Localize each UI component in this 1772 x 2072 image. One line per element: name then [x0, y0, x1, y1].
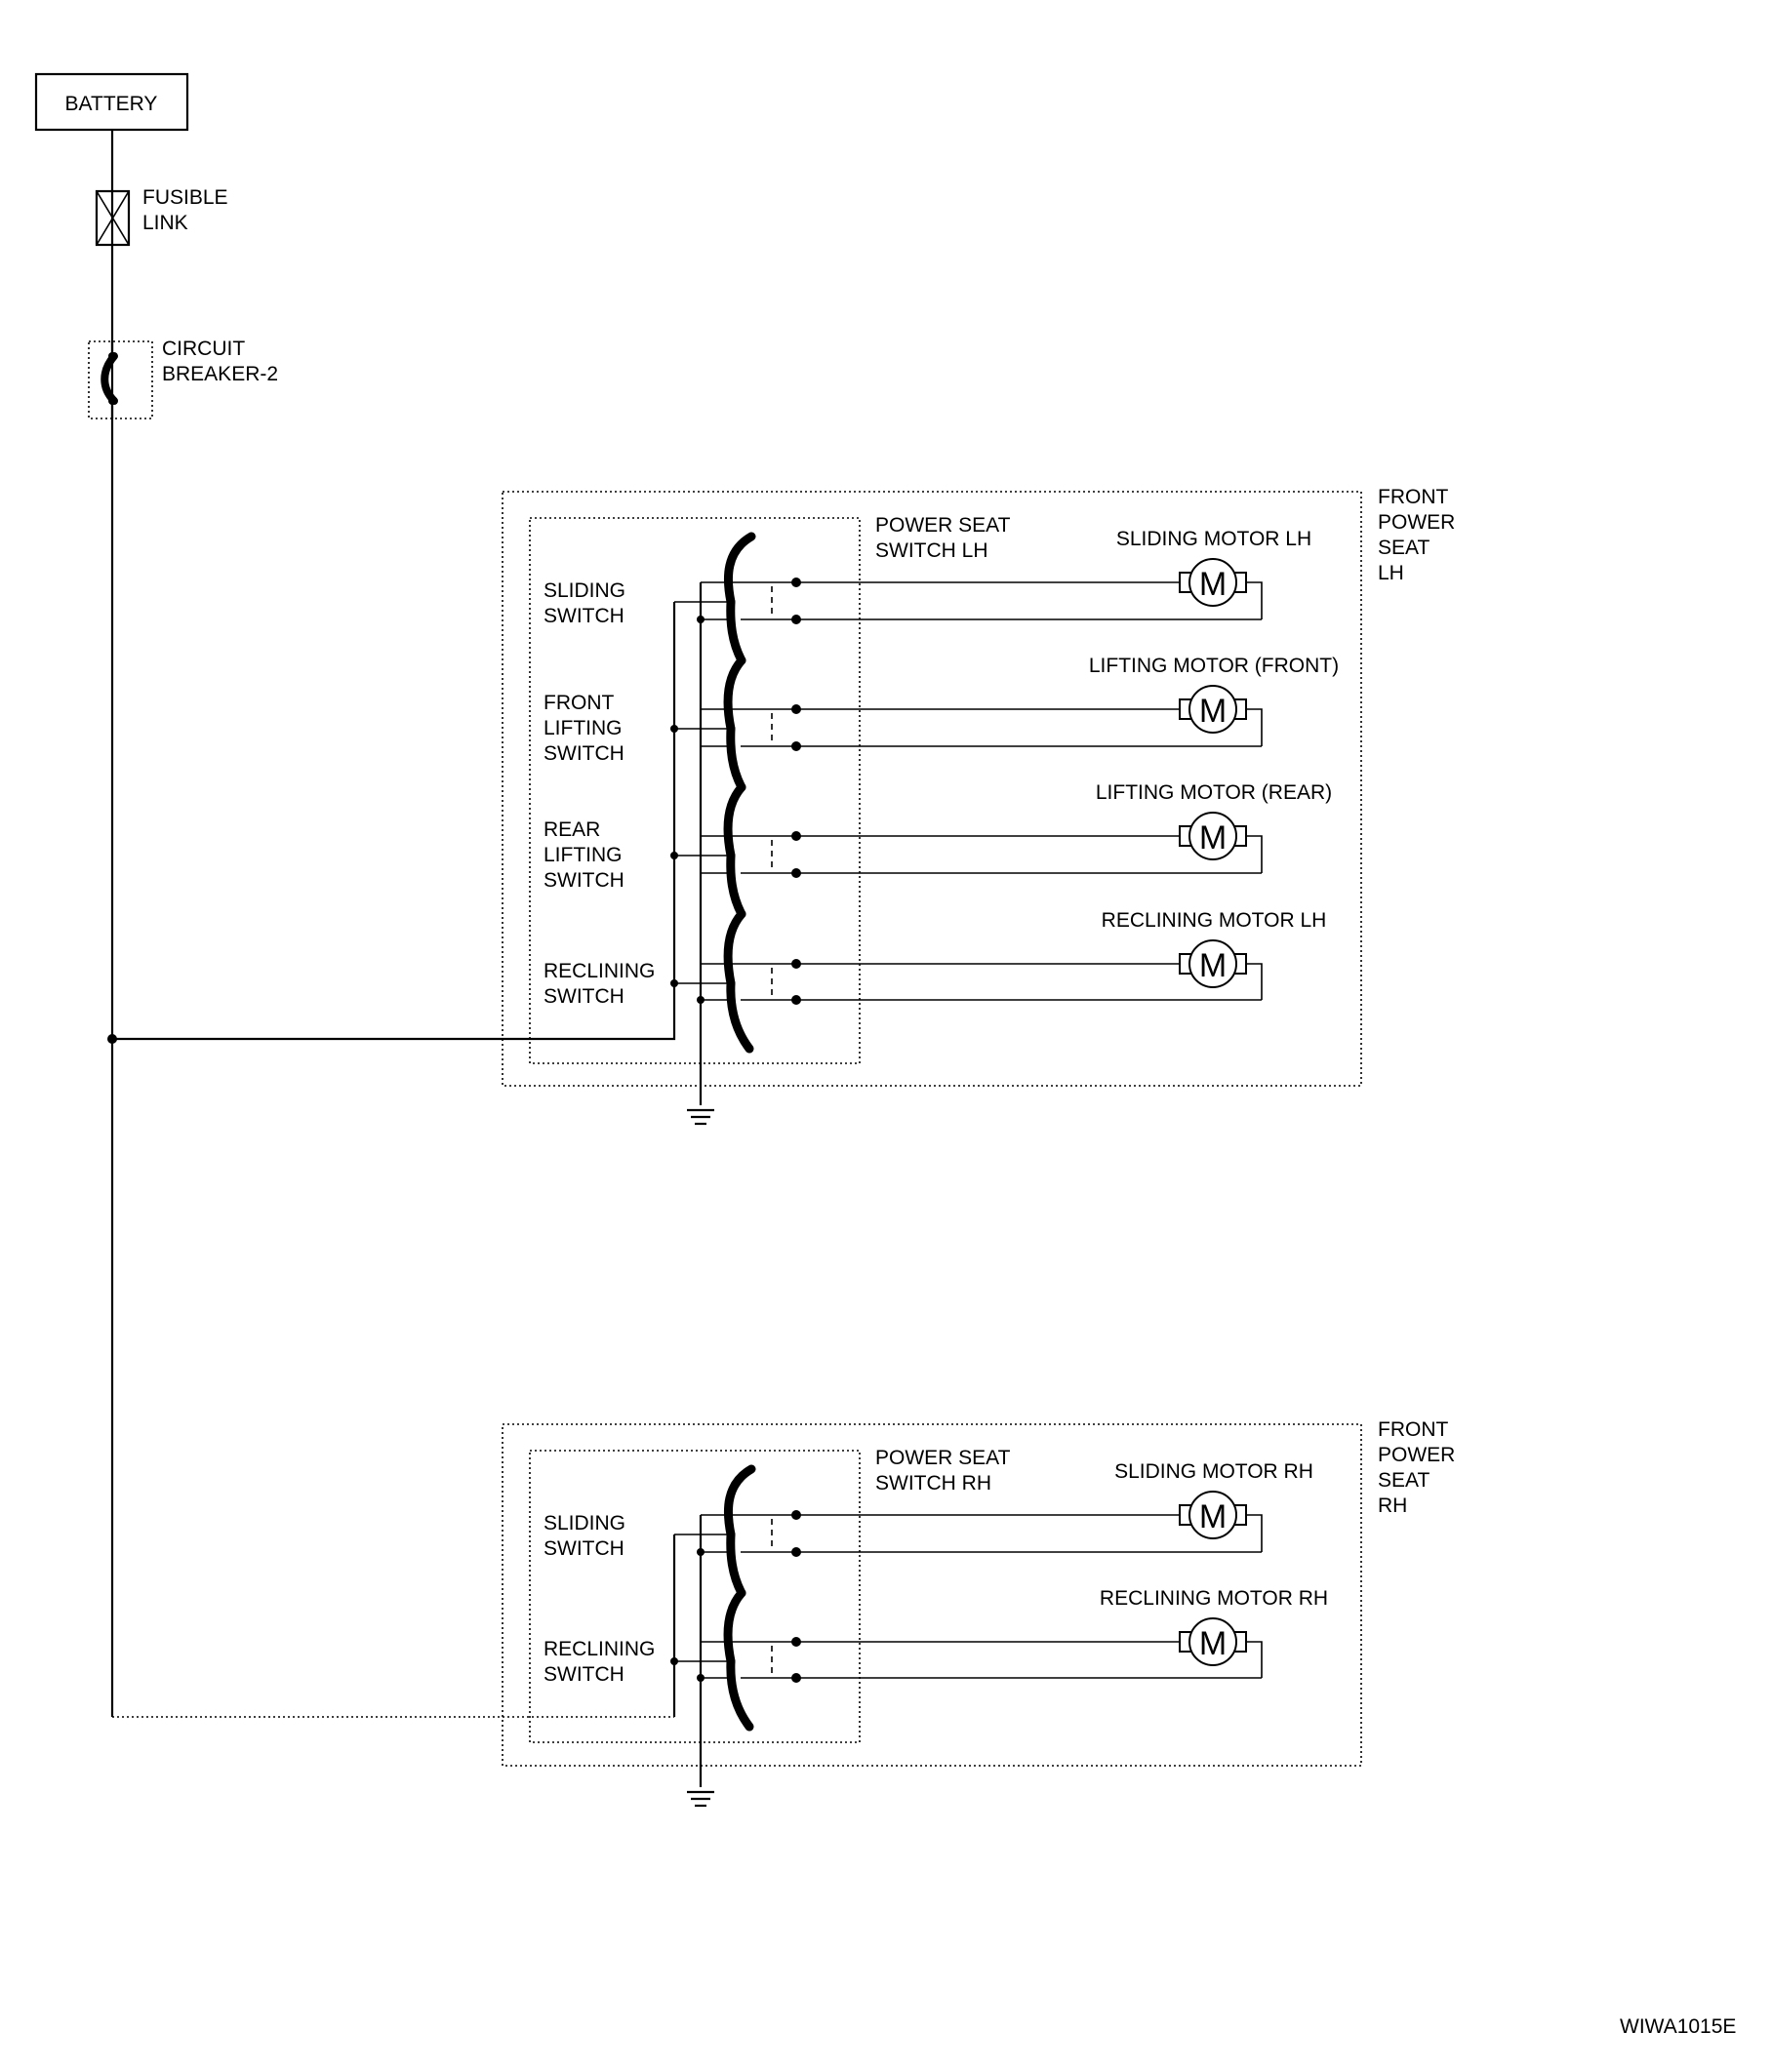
reclining-motor-rh: M [1179, 1617, 1247, 1666]
lifting-motor-rear: M [1179, 812, 1247, 860]
circuit-breaker: CIRCUIT BREAKER-2 [88, 338, 278, 419]
battery: BATTERY [34, 72, 189, 132]
drawing-code: WIWA1015E [1620, 2015, 1737, 2038]
motor-symbol: M [1199, 566, 1227, 603]
front-power-seat-lh: FRONT POWER SEAT LH POWER SEAT SWITCH LH… [107, 486, 1455, 1126]
unit-label-line2: POWER [1378, 1444, 1455, 1466]
switch-label-line1: FRONT [544, 692, 614, 714]
switch-label-line2: LIFTING [544, 844, 623, 866]
motor-symbol: M [1199, 1498, 1227, 1535]
switch-label-line3: SWITCH [544, 869, 624, 892]
switch-label-line1: RECLINING [544, 1638, 655, 1660]
motor-label: SLIDING MOTOR RH [1114, 1460, 1313, 1483]
ground-symbol [687, 1790, 714, 1808]
switch-label-line1: SLIDING [544, 1512, 625, 1534]
sliding-switch-group: SLIDING SWITCH M SLIDING MO [544, 1460, 1313, 1598]
circuit-breaker-label-line2: BREAKER-2 [162, 363, 278, 385]
ground-symbol [687, 1108, 714, 1126]
switch-assembly-label-line1: POWER SEAT [875, 514, 1011, 537]
switch-assembly-outline [529, 1450, 861, 1743]
motor-label: RECLINING MOTOR LH [1102, 909, 1327, 932]
switch-label-line2: SWITCH [544, 985, 624, 1008]
switch-assembly-label-line1: POWER SEAT [875, 1447, 1011, 1469]
reclining-motor-lh: M [1179, 939, 1247, 988]
reclining-switch-group: RECLINING SWITCH M R [544, 909, 1327, 1054]
circuit-breaker-label-line1: CIRCUIT [162, 338, 245, 360]
switch-assembly-outline [529, 517, 861, 1064]
unit-label-line4: LH [1378, 562, 1404, 584]
fusible-link: FUSIBLE LINK [95, 186, 228, 247]
motor-symbol: M [1199, 819, 1227, 857]
sliding-motor-rh: M [1179, 1491, 1247, 1539]
switch-label-line2: SWITCH [544, 1663, 624, 1686]
front-lifting-switch-group: FRONT LIFTING SWITCH M [544, 655, 1339, 792]
switch-label-line2: SWITCH [544, 1537, 624, 1560]
seat-unit-outline [502, 1423, 1362, 1767]
motor-label: LIFTING MOTOR (REAR) [1096, 781, 1332, 804]
switch-label-line1: RECLINING [544, 960, 655, 982]
reclining-switch-group: RECLINING SWITCH M R [544, 1587, 1328, 1732]
switch-label-line3: SWITCH [544, 742, 624, 765]
motor-symbol: M [1199, 1625, 1227, 1662]
lifting-motor-front: M [1179, 685, 1247, 734]
switch-label-line1: SLIDING [544, 579, 625, 602]
motor-label: LIFTING MOTOR (FRONT) [1089, 655, 1339, 677]
switch-assembly-label-line2: SWITCH RH [875, 1472, 991, 1494]
motor-symbol: M [1199, 947, 1227, 984]
front-power-seat-rh: FRONT POWER SEAT RH POWER SEAT SWITCH RH… [112, 1418, 1455, 1808]
unit-label-line2: POWER [1378, 511, 1455, 534]
motor-symbol: M [1199, 693, 1227, 730]
switch-assembly-label-line2: SWITCH LH [875, 539, 988, 562]
unit-label-line1: FRONT [1378, 1418, 1448, 1441]
unit-label-line1: FRONT [1378, 486, 1448, 508]
unit-label-line3: SEAT [1378, 1469, 1430, 1492]
switch-label-line2: LIFTING [544, 717, 623, 739]
rear-lifting-switch-group: REAR LIFTING SWITCH M [544, 781, 1332, 919]
fusible-link-label-line1: FUSIBLE [142, 186, 228, 209]
switch-label-line2: SWITCH [544, 605, 624, 627]
unit-label-line3: SEAT [1378, 537, 1430, 559]
sliding-motor-lh: M [1179, 558, 1247, 607]
motor-label: RECLINING MOTOR RH [1100, 1587, 1328, 1610]
battery-label: BATTERY [65, 93, 158, 115]
sliding-switch-group: SLIDING SWITCH M SLIDING MO [544, 528, 1311, 665]
switch-label-line1: REAR [544, 818, 600, 841]
seat-unit-outline [502, 491, 1362, 1087]
unit-label-line4: RH [1378, 1494, 1407, 1517]
fusible-link-label-line2: LINK [142, 212, 188, 234]
motor-label: SLIDING MOTOR LH [1116, 528, 1311, 550]
